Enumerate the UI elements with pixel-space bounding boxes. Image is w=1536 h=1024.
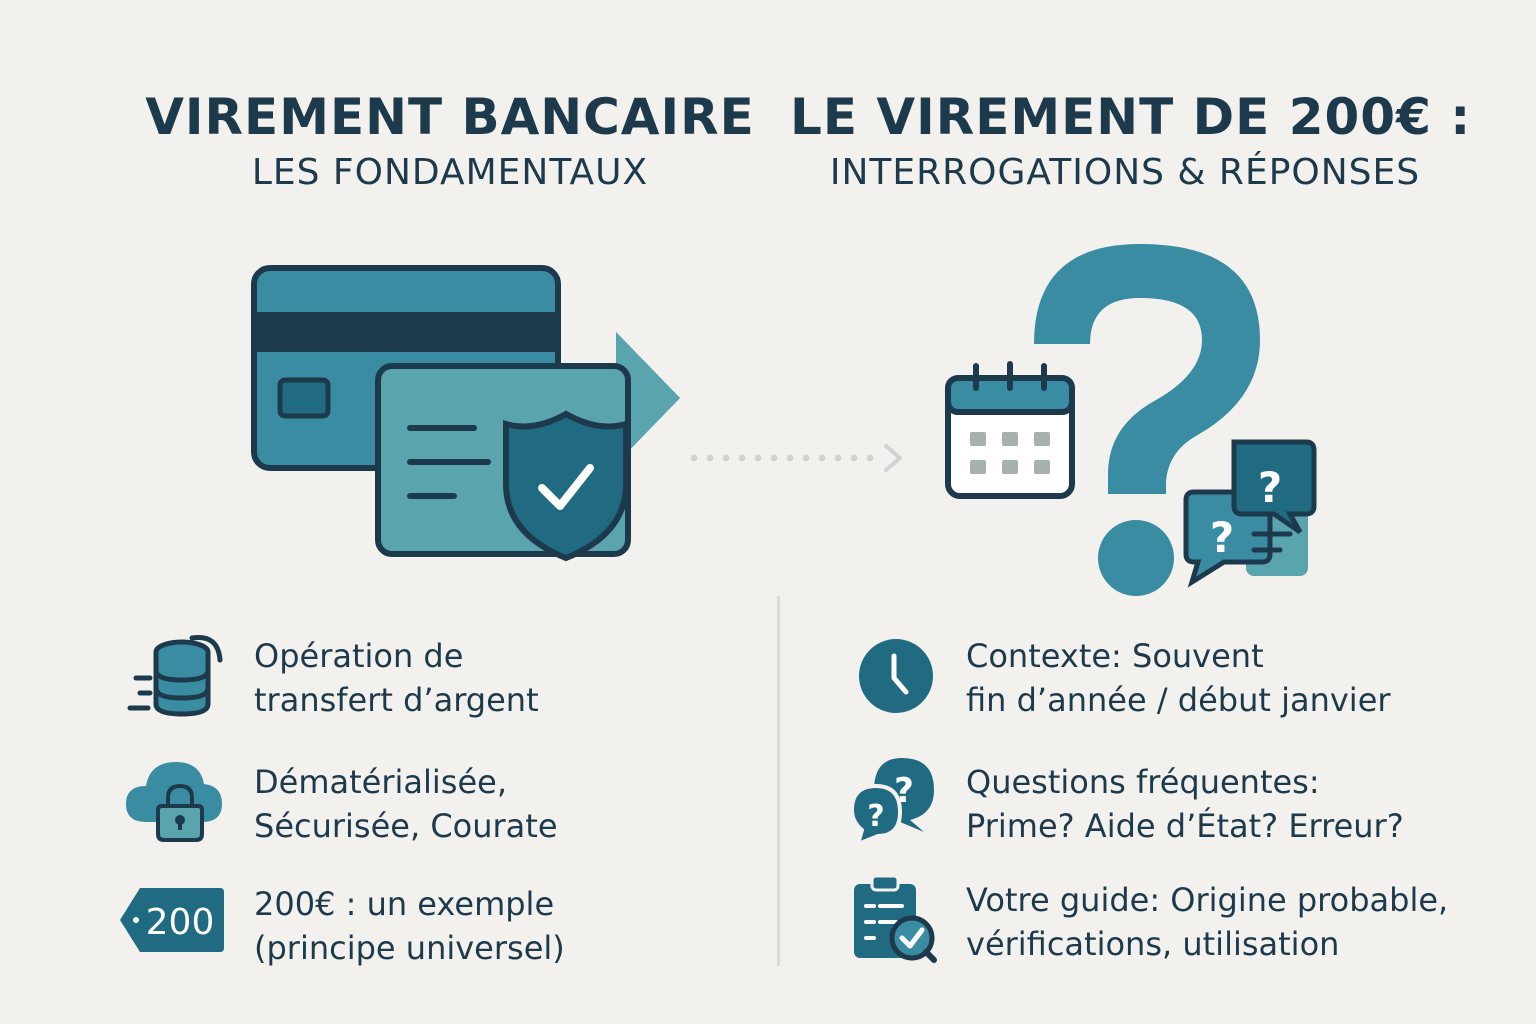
list-item: 200 200€ : un exemple (principe universe… — [120, 882, 740, 982]
item-line-2: (principe universel) — [254, 929, 565, 967]
item-line-2: fin d’année / début janvier — [966, 681, 1391, 719]
question-bubbles-icon: ? ? — [850, 758, 934, 848]
right-title: LE VIREMENT DE 200€ : — [790, 88, 1472, 146]
left-subtitle: LES FONDAMENTAUX — [251, 152, 649, 193]
left-title: VIREMENT BANCAIRE — [145, 88, 755, 146]
clock-icon — [859, 639, 933, 713]
bank-card-transfer-shield-icon — [251, 265, 680, 562]
right-subtitle: INTERROGATIONS & RÉPONSES — [829, 152, 1421, 193]
item-line-1: 200€ : un exemple — [254, 885, 555, 923]
cloud-lock-icon — [126, 762, 222, 842]
list-item: Votre guide: Origine probable, vérificat… — [852, 874, 1512, 974]
question-mark-calendar-icon: ? ? — [945, 244, 1317, 596]
item-line-1: Votre guide: Origine probable, — [966, 881, 1449, 919]
item-line-1: Dématérialisée, — [254, 763, 507, 801]
item-line-2: transfert d’argent — [254, 681, 539, 719]
svg-text:?: ? — [1210, 513, 1234, 562]
column-divider — [777, 596, 780, 966]
list-item: Opération de transfert d’argent — [126, 630, 746, 730]
price-tag-icon: 200 — [120, 888, 224, 952]
tag-label: 200 — [146, 902, 215, 943]
database-stack-icon — [127, 634, 223, 717]
item-line-1: Opération de — [254, 637, 464, 675]
list-item: Contexte: Souvent fin d’année / début ja… — [858, 634, 1498, 734]
item-line-1: Contexte: Souvent — [966, 637, 1264, 675]
svg-text:?: ? — [1258, 463, 1282, 512]
item-line-2: vérifications, utilisation — [966, 925, 1340, 963]
list-item: ? ? Questions fréquentes: Prime? Aide d’… — [850, 756, 1490, 856]
item-line-2: Sécurisée, Courate — [254, 807, 558, 845]
list-item: Dématérialisée, Sécurisée, Courate — [126, 758, 746, 858]
dotted-arrow-icon — [690, 444, 902, 472]
clipboard-check-icon — [854, 874, 937, 963]
svg-text:?: ? — [867, 799, 884, 834]
item-line-1: Questions fréquentes: — [966, 763, 1320, 801]
item-line-2: Prime? Aide d’État? Erreur? — [966, 807, 1404, 845]
